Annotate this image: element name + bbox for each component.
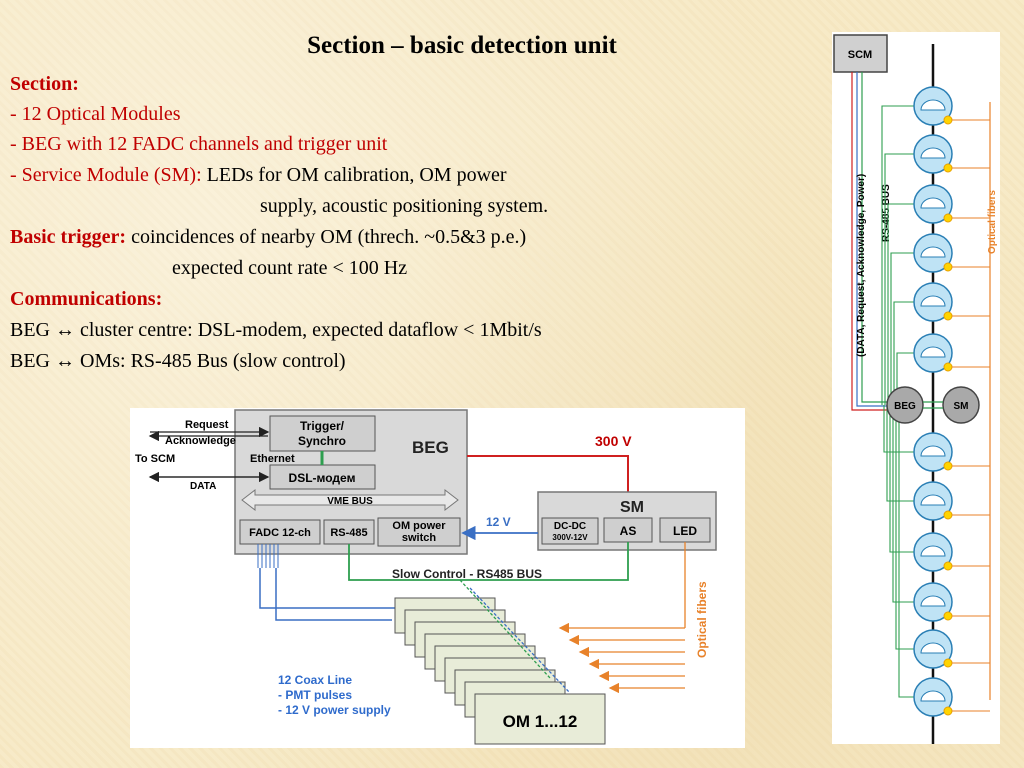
communications-line-2: BEG ↔ OMs: RS-485 Bus (slow control) xyxy=(10,346,346,376)
pmt-pulses-label: - PMT pulses xyxy=(278,688,352,702)
section-item-beg: - BEG with 12 FADC channels and trigger … xyxy=(10,133,388,155)
scm-box xyxy=(833,34,888,73)
communications-heading: Communications: xyxy=(10,288,163,310)
sm-label: SM xyxy=(620,499,644,516)
sm-node-label: SM xyxy=(954,401,969,412)
communications-line-1: BEG ↔ cluster centre: DSL-modem, expecte… xyxy=(10,315,542,345)
as-label: AS xyxy=(620,524,637,538)
rs485-bus-label: RS-485 BUS xyxy=(881,184,892,242)
section-heading: Section: xyxy=(10,73,79,95)
optical-module-icon xyxy=(898,405,990,717)
basic-trigger-heading: Basic trigger: xyxy=(10,226,127,248)
service-module-label: - Service Module (SM): xyxy=(10,164,202,186)
coax-fan xyxy=(257,544,397,621)
dcdc-label: DC-DC xyxy=(554,521,586,532)
request-label: Request xyxy=(185,419,229,431)
beg-block-diagram: BEG Trigger/ Synchro DSL-модем VME BUS F… xyxy=(130,408,745,748)
om-stack xyxy=(394,579,606,745)
led-label: LED xyxy=(673,524,697,538)
comm-line2-a: BEG xyxy=(10,350,55,372)
section-item-service-module: - Service Module (SM): LEDs for OM calib… xyxy=(10,160,507,190)
beg-node xyxy=(886,386,924,424)
optical-module-icon xyxy=(883,405,990,472)
optical-fibers-label: Optical fibers xyxy=(695,581,709,658)
double-arrow-icon: ↔ xyxy=(55,319,75,341)
vme-bus-label: VME BUS xyxy=(327,496,373,507)
service-module-text: LEDs for OM calibration, OM power xyxy=(201,164,507,186)
double-arrow-icon: ↔ xyxy=(55,350,75,372)
optical-module-icon xyxy=(886,405,990,521)
optical-module-icon xyxy=(887,184,990,405)
ethernet-label: Ethernet xyxy=(250,453,295,465)
fadc-label: FADC 12-ch xyxy=(249,527,311,539)
om-column xyxy=(881,86,990,717)
slide-title: Section – basic detection unit xyxy=(307,32,617,59)
to-scm-label: To SCM xyxy=(135,453,175,465)
comm-line2-b: OMs: RS-485 Bus (slow control) xyxy=(75,350,346,372)
string-diagram: SCM (DATA, Request, Acknowledge, Power) … xyxy=(832,32,1000,744)
300v-label: 300 V xyxy=(595,433,632,449)
scm-label: SCM xyxy=(848,49,872,61)
optical-module-icon xyxy=(892,405,990,622)
beg-label: BEG xyxy=(412,438,449,457)
optical-fibers-lines xyxy=(558,542,686,694)
beg-diagram-svg: BEG Trigger/ Synchro DSL-модем VME BUS F… xyxy=(135,409,717,745)
optical-module-icon xyxy=(881,86,990,405)
rs485-box xyxy=(323,519,375,545)
trigger-synchro-box xyxy=(269,415,376,452)
optical-module-icon xyxy=(890,233,990,405)
basic-trigger-text-2: expected count rate < 100 Hz xyxy=(172,257,408,279)
12v-label: 12 V xyxy=(486,515,511,529)
switch-label: switch xyxy=(402,532,437,544)
om-power-label: OM power xyxy=(392,520,446,532)
basic-trigger-text: coincidences of nearby OM (threch. ~0.5&… xyxy=(126,226,527,248)
fadc-box xyxy=(239,519,321,545)
optical-module-icon xyxy=(896,333,990,405)
synchro-label: Synchro xyxy=(298,434,346,448)
string-diagram-svg: SCM (DATA, Request, Acknowledge, Power) … xyxy=(833,34,998,744)
comm-line1-a: BEG xyxy=(10,319,55,341)
slow-control-bus xyxy=(348,542,629,581)
vme-bus-arrow xyxy=(241,488,459,512)
om-range-label: OM 1...12 xyxy=(503,712,578,731)
slow-control-label: Slow Control - RS485 BUS xyxy=(392,567,542,581)
optical-module-icon xyxy=(895,405,990,669)
power-supply-label: - 12 V power supply xyxy=(278,703,391,717)
bus-description-label: (DATA, Request, Acknowledge, Power) xyxy=(856,174,867,357)
dcdc-range-label: 300V-12V xyxy=(552,533,588,542)
dsl-modem-label: DSL-модем xyxy=(289,471,356,485)
beg-node-label: BEG xyxy=(894,401,916,412)
optical-module-icon xyxy=(889,405,990,572)
section-item-optical-modules: - 12 Optical Modules xyxy=(10,103,181,125)
om-power-switch-box xyxy=(377,517,461,547)
coax-line-label: 12 Coax Line xyxy=(278,673,352,687)
power-300v-line xyxy=(467,455,629,492)
basic-trigger-line: Basic trigger: coincidences of nearby OM… xyxy=(10,222,526,252)
comm-line1-b: cluster centre: DSL-modem, expected data… xyxy=(75,319,542,341)
optical-fibers-col-label: Optical fibers xyxy=(987,190,998,254)
led-box xyxy=(659,517,711,543)
sm-node xyxy=(942,386,980,424)
trigger-label: Trigger/ xyxy=(300,419,345,433)
optical-module-icon xyxy=(884,134,990,405)
service-module-text-2: supply, acoustic positioning system. xyxy=(260,195,549,217)
acknowledge-label: Acknowledge xyxy=(165,435,236,447)
dcdc-box xyxy=(541,517,599,545)
rs485-label: RS-485 xyxy=(330,527,367,539)
data-label: DATA xyxy=(190,481,216,492)
optical-module-icon xyxy=(893,282,990,405)
